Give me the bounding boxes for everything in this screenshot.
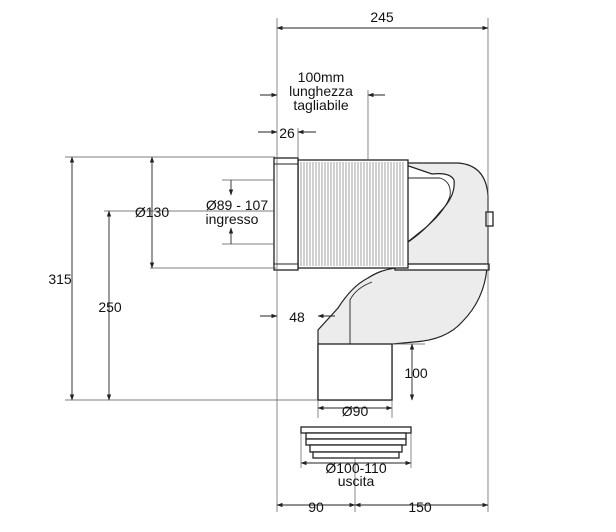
cut-length-line1-label: lunghezza [289,83,353,99]
dimension-labels: 245 100mm lunghezza tagliabile 26 Ø130 Ø… [48,9,432,515]
outlet-length-label: 100 [404,365,428,381]
outlet-axis-height-label: 250 [98,299,122,315]
cut-length-line2-label: tagliabile [293,97,348,113]
outlet-diameter-label: Ø90 [342,403,369,419]
right-offset-label: 150 [408,499,432,515]
hose-ribs [300,162,404,266]
collar-width-label: 26 [279,125,295,141]
inlet-collar [273,157,299,271]
dimension-lines [65,18,489,512]
flexible-hose [297,159,409,269]
elbow-body [399,162,489,266]
inlet-label: ingresso [206,211,259,227]
outlet-pipe [317,343,393,401]
total-height-label: 315 [48,271,72,287]
outlet-seal [300,426,412,459]
inlet-range-label: Ø89 - 107 [206,197,268,213]
outlet-offset-label: 48 [289,309,305,325]
seal-range-label: Ø100-110 [325,460,386,476]
inlet-outer-diameter-label: Ø130 [135,204,169,220]
seal-label: uscita [338,473,375,489]
left-offset-label: 90 [308,499,324,515]
outlet-collar [394,263,490,271]
cut-length-value-label: 100mm [298,69,345,85]
elbow-stub [485,211,494,227]
overall-width-label: 245 [370,9,394,25]
pan-connector-drawing [273,157,494,459]
